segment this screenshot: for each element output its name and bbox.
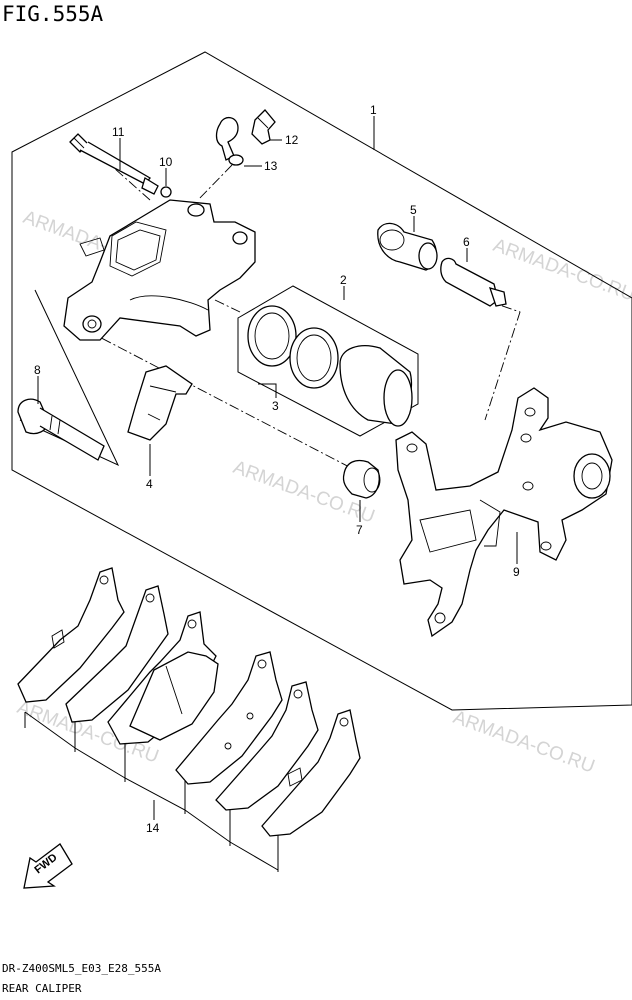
piston — [339, 345, 413, 427]
watermark: ARMADA-CO.RU — [450, 707, 597, 778]
callout-11: 11 — [112, 125, 125, 139]
callout-7: 7 — [356, 523, 363, 537]
callout-14: 14 — [146, 821, 160, 835]
pad-pin — [69, 133, 159, 195]
slide-pin — [440, 257, 507, 307]
slide-sleeve — [377, 222, 438, 271]
piston-axis — [214, 299, 241, 313]
callout-4: 4 — [146, 477, 153, 491]
bleeder-axis — [197, 164, 233, 201]
bracket-axis — [85, 329, 356, 471]
piston-group-box — [237, 285, 419, 437]
sleeve-axis — [484, 299, 521, 421]
callout-3: 3 — [272, 399, 279, 413]
diagram-code: DR-Z400SML5_E03_E28_555A — [2, 962, 161, 975]
bracket-group-frame — [19, 289, 120, 467]
bleeder-cap — [215, 117, 244, 166]
caliper-bracket — [395, 387, 613, 638]
assembly-frame — [11, 51, 632, 711]
bleeder-valve — [251, 109, 276, 145]
caliper-body — [63, 199, 256, 341]
fwd-direction-badge: FWD — [23, 843, 73, 889]
callout-6: 6 — [463, 235, 470, 249]
watermark: ARMADA-CO.RU — [490, 235, 632, 306]
figure-title: FIG.555A — [2, 2, 104, 26]
callout-5: 5 — [410, 203, 417, 217]
pin-clip — [160, 186, 172, 198]
callout-13: 13 — [264, 159, 278, 173]
piston-seals — [247, 305, 339, 389]
callout-2: 2 — [340, 273, 347, 287]
pad-set — [17, 567, 361, 837]
callout-8: 8 — [34, 363, 41, 377]
bracket-boot — [342, 459, 381, 499]
callout-12: 12 — [285, 133, 299, 147]
leader-lines — [37, 116, 518, 820]
diagram-name: REAR CALIPER — [2, 982, 82, 995]
callout-1: 1 — [370, 103, 377, 117]
pad-spring — [127, 365, 193, 441]
callout-10: 10 — [159, 155, 173, 169]
callout-9: 9 — [513, 565, 520, 579]
bracket-bolt — [17, 398, 105, 461]
pad-group-baseline — [24, 711, 279, 871]
